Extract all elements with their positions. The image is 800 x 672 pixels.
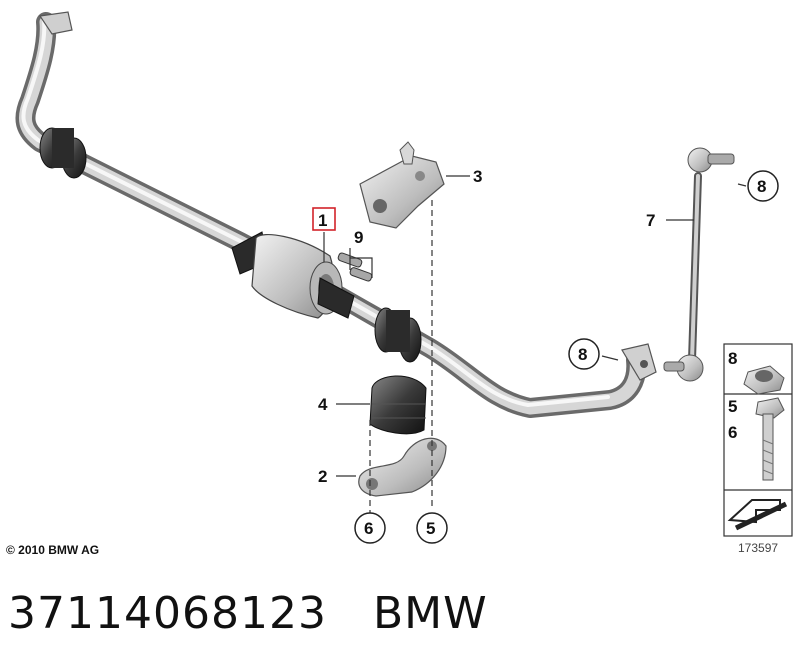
callout-8-ring-top: 8 bbox=[747, 170, 779, 202]
bar-bushing-left bbox=[39, 127, 87, 179]
svg-text:6: 6 bbox=[364, 519, 373, 538]
stabilizer-bar bbox=[15, 11, 657, 418]
copyright-text: © 2010 BMW AG bbox=[6, 543, 100, 557]
stabilizer-link bbox=[663, 147, 735, 382]
callout-7: 7 bbox=[646, 211, 655, 230]
svg-text:8: 8 bbox=[578, 345, 587, 364]
legend-label-8: 8 bbox=[728, 349, 737, 368]
callout-8-ring-mid: 8 bbox=[568, 338, 600, 370]
exploded-parts-diagram: 1 9 3 4 2 7 6 5 8 8 8 5 6 bbox=[15, 11, 793, 544]
drawing-number: 173597 bbox=[738, 541, 779, 555]
legend-label-6: 6 bbox=[728, 423, 737, 442]
stabilizer-actuator bbox=[231, 231, 373, 319]
callout-2: 2 bbox=[318, 467, 327, 486]
lower-bracket bbox=[358, 437, 447, 497]
callout-1: 1 bbox=[318, 211, 327, 230]
arrow-icon bbox=[727, 499, 788, 531]
callout-5-ring: 5 bbox=[416, 512, 448, 544]
rubber-mount bbox=[369, 375, 427, 435]
callout-3: 3 bbox=[473, 167, 482, 186]
callout-9: 9 bbox=[354, 228, 363, 247]
leader-lines bbox=[323, 175, 747, 514]
callout-4: 4 bbox=[318, 395, 328, 414]
svg-text:8: 8 bbox=[757, 177, 766, 196]
nut-icon bbox=[743, 365, 785, 395]
bar-bushing-right bbox=[374, 307, 422, 363]
bolt-icon bbox=[755, 397, 785, 481]
part-number: 37114068123 bbox=[8, 588, 327, 639]
callout-1-highlight bbox=[312, 207, 336, 231]
upper-bracket bbox=[359, 141, 445, 229]
brand-name: BMW bbox=[372, 588, 488, 639]
svg-text:5: 5 bbox=[426, 519, 435, 538]
callout-6-ring: 6 bbox=[354, 512, 386, 544]
fastener-legend: 8 5 6 bbox=[723, 343, 793, 537]
part-number-line: 37114068123 BMW bbox=[8, 588, 488, 639]
legend-label-5: 5 bbox=[728, 397, 737, 416]
